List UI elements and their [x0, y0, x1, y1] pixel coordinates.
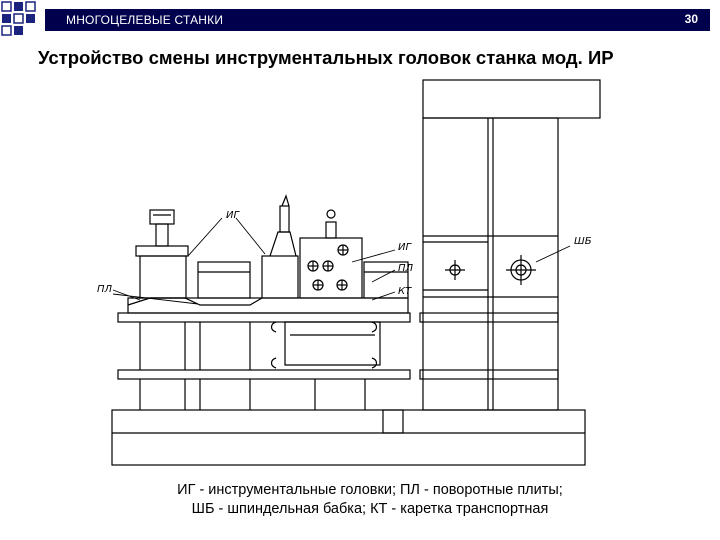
label-pl-right: ПЛ	[398, 263, 414, 274]
tool-head-2	[197, 261, 251, 299]
transport-carriage	[270, 321, 381, 369]
spindle-column	[422, 79, 601, 411]
label-pl-left: ПЛ	[97, 284, 113, 295]
caption-line-1: ИГ - инструментальные головки; ПЛ - пово…	[177, 482, 563, 498]
label-ig-left: ИГ	[226, 210, 240, 221]
tool-head-3	[261, 194, 299, 299]
page-number: 30	[684, 12, 698, 26]
spindle	[445, 255, 536, 285]
section-title: МНОГОЦЕЛЕВЫЕ СТАНКИ	[66, 13, 224, 27]
label-ig-right: ИГ	[398, 242, 412, 253]
rotary-plates	[127, 297, 409, 314]
support-columns	[139, 322, 366, 410]
label-kt: КТ	[398, 286, 412, 297]
slide-title: Устройство смены инструментальных голово…	[38, 47, 614, 68]
label-shb: ШБ	[574, 236, 592, 247]
corner-decoration	[1, 1, 36, 36]
lower-rail	[117, 369, 559, 380]
tool-head-1	[135, 209, 189, 299]
upper-rail	[117, 312, 559, 323]
leader-lines	[112, 217, 571, 305]
machine-base	[111, 409, 586, 466]
caption-line-2: ШБ - шпиндельная бабка; КТ - каретка тра…	[191, 501, 549, 517]
figure-caption: ИГ - инструментальные головки; ПЛ - пово…	[100, 481, 640, 519]
header-bar	[45, 9, 710, 31]
tool-head-4	[299, 209, 363, 299]
